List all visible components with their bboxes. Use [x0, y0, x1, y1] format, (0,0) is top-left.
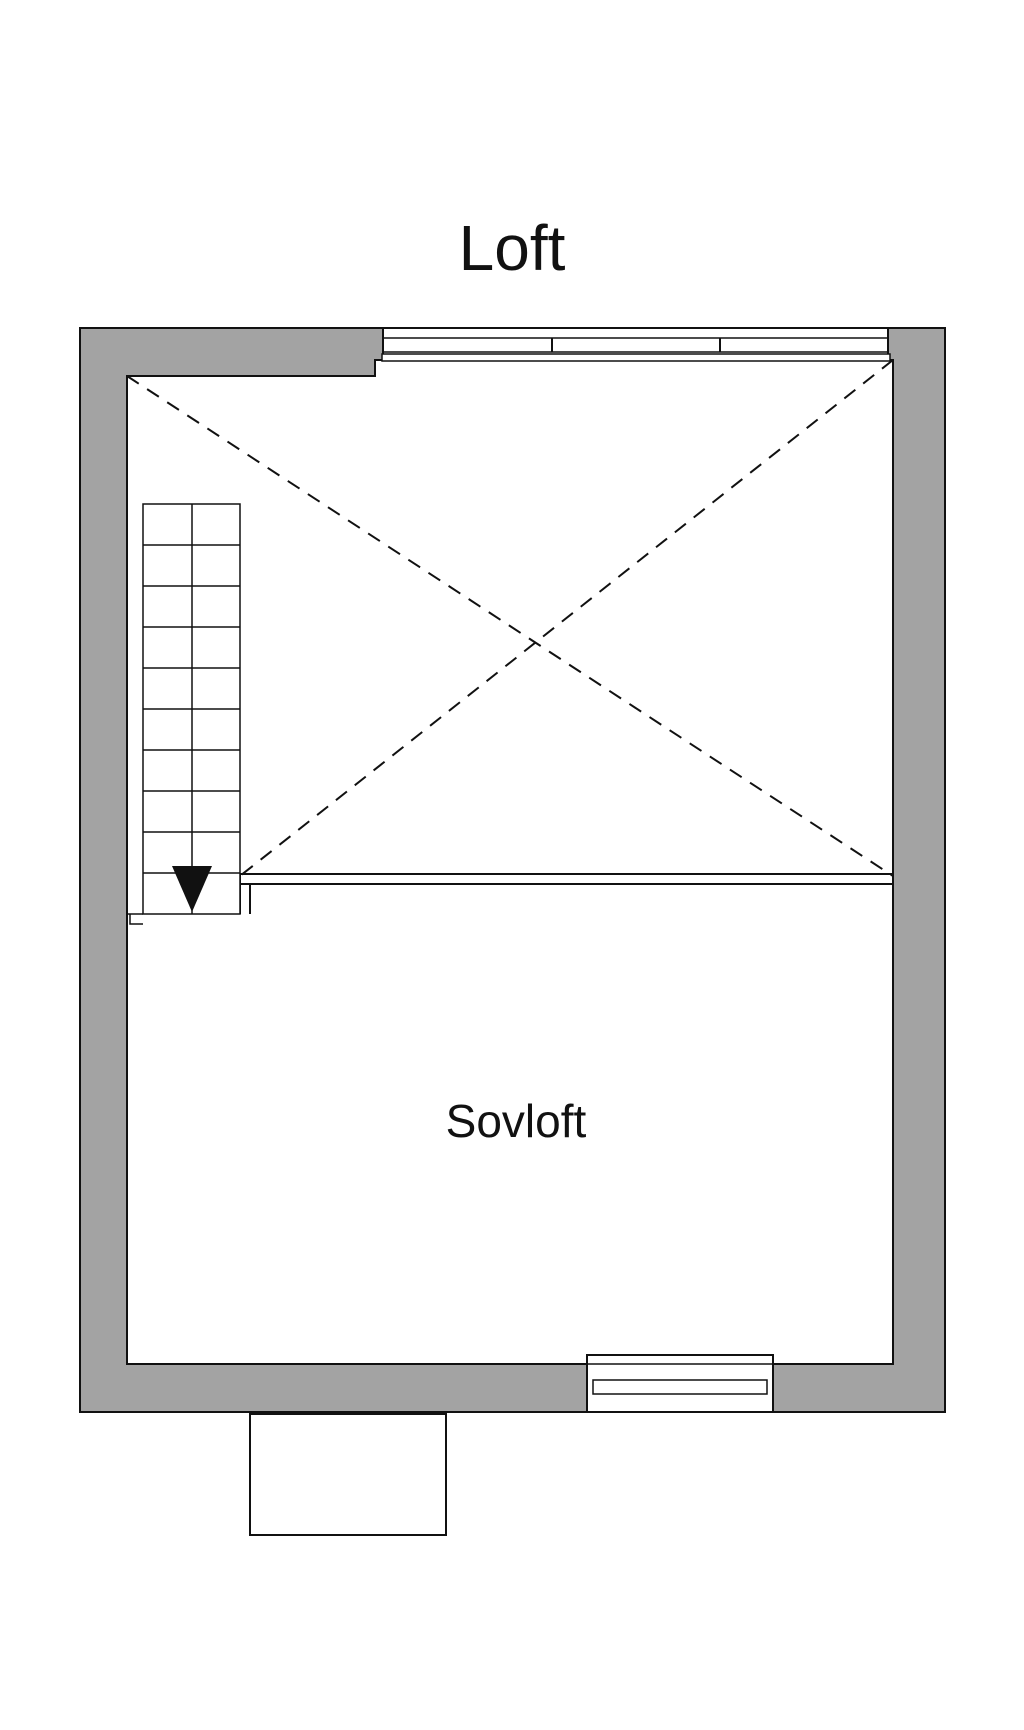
- loft-edge-railing: [239, 873, 893, 914]
- arrow-down-icon: [172, 866, 212, 912]
- staircase: [127, 503, 241, 925]
- window-bottom: [586, 1354, 774, 1413]
- room-label-sovloft: Sovloft: [446, 1095, 587, 1147]
- plan-title: Loft: [459, 212, 566, 284]
- window-top: [381, 327, 891, 362]
- open-void-markers: [126, 359, 894, 877]
- entrance-step: [249, 1413, 447, 1536]
